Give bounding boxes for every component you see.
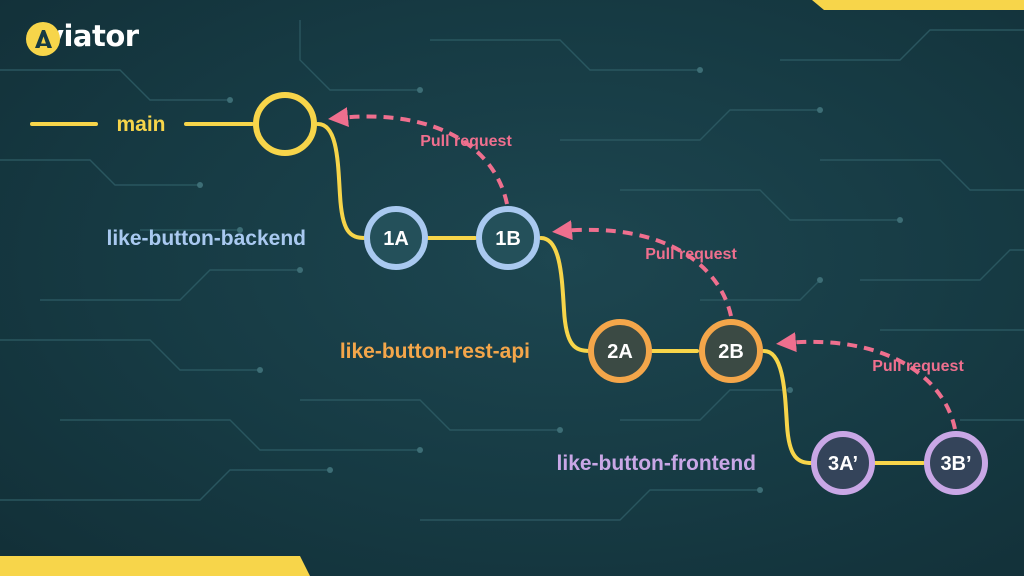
circuit-node-dots (197, 67, 903, 493)
aviator-logo: aviator (26, 22, 139, 56)
pull-request-arrow-2 (552, 220, 733, 317)
pull-request-arrow-1 (328, 107, 509, 205)
branch-label-frontend: like-button-frontend (557, 452, 756, 475)
circuit-trace-background (0, 20, 1024, 521)
commit-label-1b: 1B (495, 228, 521, 250)
commit-node-2a (588, 319, 652, 383)
accent-bar-bottom-left (0, 556, 310, 576)
aviator-a-icon (26, 22, 60, 56)
commit-node-1a (364, 206, 428, 270)
commit-label-3a: 3A’ (828, 453, 858, 475)
commit-node-2b (699, 319, 763, 383)
commit-node-3b (924, 431, 988, 495)
commit-node-3a (811, 431, 875, 495)
pull-request-label-2: Pull request (645, 246, 737, 263)
branch-label-main: main (116, 113, 165, 136)
pull-request-label-1: Pull request (420, 133, 512, 150)
branch-stack-path (316, 122, 925, 465)
commit-node-1b (476, 206, 540, 270)
commit-label-3b: 3B’ (940, 453, 971, 475)
branch-label-rest-api: like-button-rest-api (340, 340, 530, 363)
commit-label-2a: 2A (607, 341, 633, 363)
pull-request-label-3: Pull request (872, 358, 964, 375)
commit-label-2b: 2B (718, 341, 744, 363)
branch-label-backend: like-button-backend (106, 227, 306, 250)
main-commit-node (253, 92, 317, 156)
pull-request-arrow-3 (776, 332, 957, 430)
accent-bar-top-right (812, 0, 1024, 10)
commit-label-1a: 1A (383, 228, 409, 250)
